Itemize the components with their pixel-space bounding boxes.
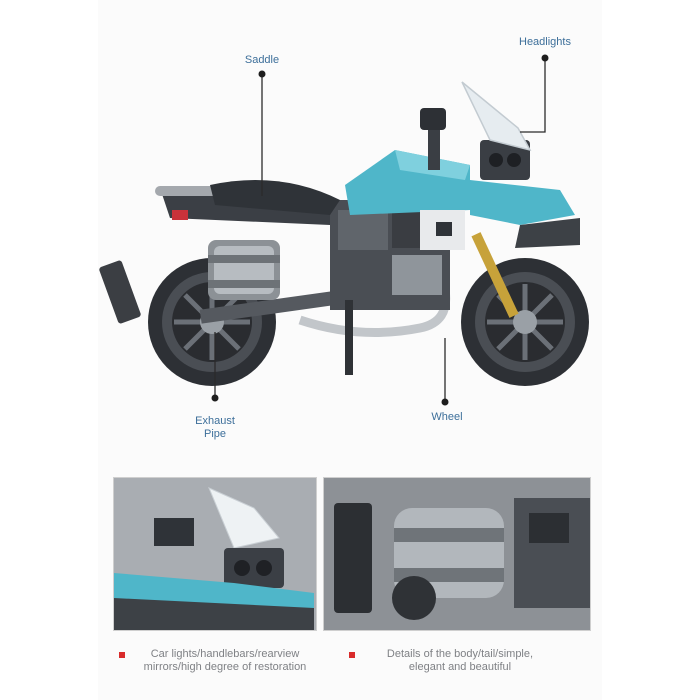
callout-exhaust-pipe: Exhaust Pipe xyxy=(195,415,235,440)
callout-headlights: Headlights xyxy=(519,36,571,48)
feature-caption-1: Car lights/handlebars/rearview mirrors/h… xyxy=(143,648,307,673)
motorcycle-hero-image xyxy=(99,54,589,406)
detail-image-body xyxy=(323,477,591,631)
detail-image-front xyxy=(113,477,317,631)
front-wheel xyxy=(461,258,589,386)
bullet-marker xyxy=(349,652,355,658)
exhaust-pipe xyxy=(208,240,280,300)
bullet-marker xyxy=(119,652,125,658)
callout-saddle: Saddle xyxy=(244,54,280,66)
headlights xyxy=(480,140,530,180)
feature-caption-2: Details of the body/tail/simple, elegant… xyxy=(386,648,534,673)
callout-wheel: Wheel xyxy=(431,411,463,423)
